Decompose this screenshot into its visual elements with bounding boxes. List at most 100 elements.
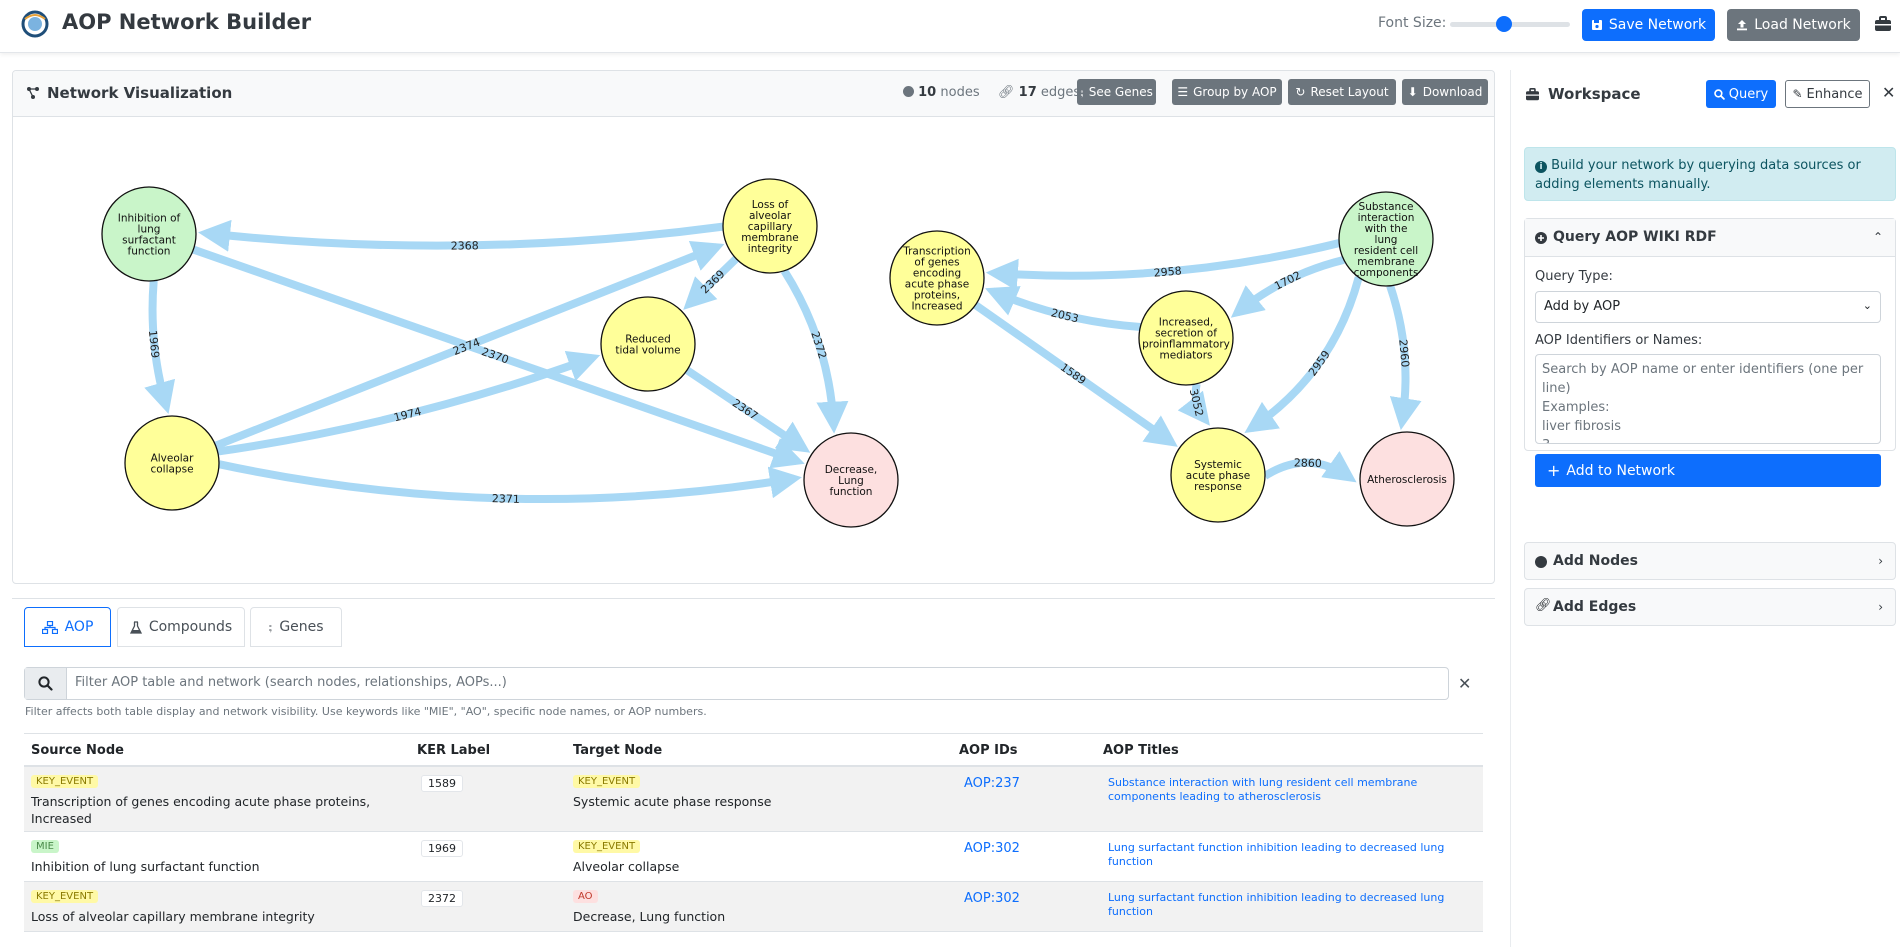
network-edge[interactable]: [1177, 382, 1210, 426]
font-size-slider-thumb[interactable]: [1496, 16, 1512, 32]
network-node[interactable]: [803, 432, 899, 528]
layers-icon: ☰: [1177, 85, 1189, 99]
query-button[interactable]: Query: [1706, 80, 1776, 108]
aop-id-link[interactable]: AOP:237: [964, 776, 1020, 791]
add-nodes-section[interactable]: Add Nodes ›: [1524, 542, 1896, 580]
filter-input[interactable]: Filter AOP table and network (search nod…: [75, 675, 507, 690]
ker-label-cell: 1969: [421, 840, 463, 857]
chevron-up-icon[interactable]: ⌃: [1872, 230, 1883, 244]
target-node-cell: Systemic acute phase response: [573, 794, 772, 809]
aop-title-link[interactable]: Lung surfactant function inhibition lead…: [1108, 841, 1445, 868]
refresh-icon: ↻: [1295, 85, 1306, 99]
query-type-label: Query Type:: [1535, 269, 1613, 284]
network-edge[interactable]: [198, 219, 724, 252]
edge-label: 2053: [1050, 306, 1080, 325]
source-node-cell: Transcription of genes encoding acute ph…: [31, 794, 371, 826]
table-row[interactable]: KEY_EVENT Transcription of genes encodin…: [24, 767, 1483, 832]
col-aop-ids[interactable]: AOP IDs: [959, 743, 1018, 758]
close-workspace-icon[interactable]: ✕: [1882, 83, 1896, 102]
network-edge[interactable]: [684, 366, 811, 453]
network-node[interactable]: [124, 415, 220, 511]
reset-layout-button[interactable]: ↻ Reset Layout: [1288, 79, 1396, 105]
target-type-badge: AO: [573, 890, 598, 903]
col-target-node[interactable]: Target Node: [573, 743, 663, 758]
chevron-down-icon: ⌄: [1862, 299, 1872, 312]
edge-label: 1969: [146, 330, 162, 359]
node-count-label: nodes: [940, 85, 980, 100]
node-label: integrity: [748, 243, 792, 255]
aop-title-link[interactable]: Lung surfactant function inhibition lead…: [1108, 891, 1445, 918]
tab-genes-label: Genes: [279, 619, 324, 635]
network-edge[interactable]: [1262, 450, 1357, 483]
network-edge[interactable]: [1244, 276, 1363, 434]
network-edge[interactable]: [1386, 284, 1422, 431]
add-to-network-button[interactable]: + Add to Network: [1535, 454, 1881, 487]
aop-title-link[interactable]: Substance interaction with lung resident…: [1108, 776, 1418, 803]
see-genes-button[interactable]: ⨟ See Genes: [1077, 79, 1156, 105]
download-button[interactable]: ⬇ Download: [1402, 79, 1488, 105]
network-node[interactable]: [1138, 290, 1234, 386]
tab-aop-label: AOP: [64, 619, 94, 635]
network-edge[interactable]: [1230, 255, 1345, 318]
node-label: Decrease,: [825, 464, 878, 476]
network-edge[interactable]: [780, 268, 849, 434]
clear-filter-icon[interactable]: ✕: [1458, 674, 1472, 693]
chevron-right-icon[interactable]: ›: [1878, 600, 1883, 614]
add-edges-section[interactable]: 🔗︎ Add Edges ›: [1524, 588, 1896, 626]
chevron-right-icon[interactable]: ›: [1878, 554, 1883, 568]
app-header: AOP Network Builder Font Size: Save Netw…: [0, 0, 1900, 53]
table-row[interactable]: KEY_EVENT Loss of alveolar capillary mem…: [24, 882, 1483, 932]
filter-hint: Filter affects both table display and ne…: [25, 705, 707, 718]
table-row[interactable]: MIE Inhibition of lung surfactant functi…: [24, 832, 1483, 882]
edge-label: 3052: [1187, 388, 1206, 418]
load-network-label: Load Network: [1754, 17, 1851, 33]
network-node[interactable]: [722, 178, 818, 274]
tab-genes[interactable]: ⨟ Genes: [250, 607, 342, 647]
col-aop-titles[interactable]: AOP Titles: [1103, 743, 1179, 758]
group-by-aop-button[interactable]: ☰ Group by AOP: [1172, 79, 1282, 105]
enhance-button[interactable]: ✎ Enhance: [1785, 80, 1870, 108]
network-edge[interactable]: [144, 280, 176, 414]
network-node[interactable]: [1170, 427, 1266, 523]
network-node[interactable]: [1359, 431, 1455, 527]
network-edge[interactable]: [218, 460, 802, 504]
network-edge[interactable]: [985, 239, 1341, 291]
edge-label: 2860: [1294, 456, 1322, 470]
tab-compounds[interactable]: Compounds: [117, 607, 245, 647]
query-type-select[interactable]: Add by AOP ⌄: [1535, 291, 1881, 323]
network-node[interactable]: [101, 186, 197, 282]
query-section-header[interactable]: Query AOP WIKI RDF ⌃: [1525, 219, 1895, 257]
network-node[interactable]: [1338, 191, 1434, 287]
save-network-button[interactable]: Save Network: [1582, 9, 1715, 41]
node-label: resident cell: [1354, 245, 1418, 257]
node-label: Systemic: [1194, 459, 1242, 471]
col-ker-label[interactable]: KER Label: [417, 743, 491, 758]
network-edge[interactable]: [192, 245, 805, 469]
network-edge[interactable]: [214, 240, 725, 450]
aop-id-link[interactable]: AOP:302: [964, 891, 1020, 906]
edge-count: 17: [1018, 85, 1037, 100]
aop-id-link[interactable]: AOP:302: [964, 841, 1020, 856]
network-node[interactable]: [889, 230, 985, 326]
tab-aop[interactable]: AOP: [24, 607, 111, 647]
network-icon: [27, 87, 39, 99]
font-size-label: Font Size:: [1378, 15, 1447, 31]
ker-label-cell: 2372: [421, 890, 463, 907]
flask-icon: [129, 620, 142, 634]
save-icon: [1591, 20, 1602, 30]
network-edge[interactable]: [985, 286, 1141, 331]
network-edge[interactable]: [217, 350, 601, 456]
network-edge[interactable]: [683, 255, 739, 310]
dna-icon: ⨟: [268, 619, 273, 635]
briefcase-icon[interactable]: [1874, 16, 1892, 32]
network-node[interactable]: [600, 296, 696, 392]
aop-identifiers-textarea[interactable]: Search by AOP name or enter identifiers …: [1535, 354, 1881, 444]
node-label: encoding: [913, 268, 961, 280]
group-by-aop-label: Group by AOP: [1193, 85, 1277, 99]
target-type-badge: KEY_EVENT: [573, 840, 641, 853]
network-edge[interactable]: [973, 301, 1178, 447]
load-network-button[interactable]: Load Network: [1727, 9, 1860, 41]
col-source-node[interactable]: Source Node: [31, 743, 124, 758]
briefcase-icon: [1526, 87, 1539, 100]
